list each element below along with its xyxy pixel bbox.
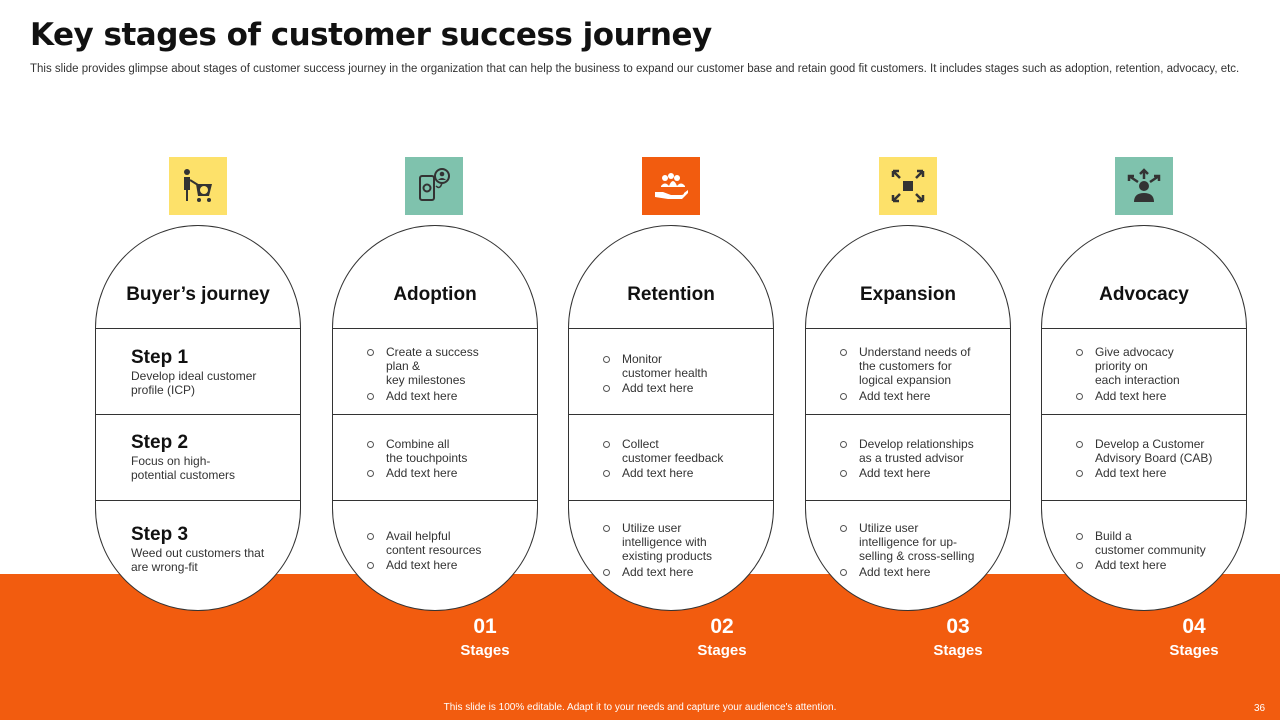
bullet-item: Add text here bbox=[603, 466, 755, 480]
icon-box-journey bbox=[169, 157, 227, 215]
bullet-item: Utilize user intelligence for up- sellin… bbox=[840, 521, 992, 564]
pill-adoption: Adoption Create a success plan & key mil… bbox=[332, 225, 538, 611]
stage-row: Understand needs of the customers for lo… bbox=[806, 328, 1010, 414]
phone-settings-user-icon bbox=[419, 168, 450, 201]
bullet-item: Add text here bbox=[840, 389, 992, 403]
stage-row: Utilize user intelligence with existing … bbox=[569, 500, 773, 610]
stage-row: Utilize user intelligence for up- sellin… bbox=[806, 500, 1010, 610]
bullet-item: Build a customer community bbox=[1076, 529, 1228, 557]
icon-box-advocacy bbox=[1115, 157, 1173, 215]
bullet-list: Build a customer community Add text here bbox=[1076, 529, 1228, 574]
bullet-item: Add text here bbox=[367, 466, 519, 480]
stage-row: Collect customer feedback Add text here bbox=[569, 414, 773, 500]
step-desc: Focus on high- potential customers bbox=[131, 454, 236, 482]
pill-buyers-journey: Buyer’s journey Step 1 Develop ideal cus… bbox=[95, 225, 301, 611]
stage-row: Build a customer community Add text here bbox=[1042, 500, 1246, 610]
pill-title: Expansion bbox=[859, 284, 957, 305]
bullet-item: Add text here bbox=[840, 565, 992, 579]
journey-row: Step 3 Weed out customers that are wrong… bbox=[96, 500, 300, 610]
bullet-list: Understand needs of the customers for lo… bbox=[840, 345, 992, 404]
bullet-list: Utilize user intelligence for up- sellin… bbox=[840, 521, 992, 580]
stage-row: Combine all the touchpoints Add text her… bbox=[333, 414, 537, 500]
stage-label: Stages bbox=[697, 642, 747, 659]
bullet-item: Avail helpful content resources bbox=[367, 529, 519, 557]
bullet-list: Create a success plan & key milestones A… bbox=[367, 345, 519, 404]
slide-title: Key stages of customer success journey bbox=[30, 17, 712, 53]
hand-team-icon bbox=[655, 173, 688, 199]
stage-number-03: 03 Stages bbox=[913, 614, 1003, 661]
slide-subtitle: This slide provides glimpse about stages… bbox=[30, 63, 1240, 75]
bullet-item: Develop a Customer Advisory Board (CAB) bbox=[1076, 437, 1228, 465]
stage-row: Create a success plan & key milestones A… bbox=[333, 328, 537, 414]
bullet-item: Develop relationships as a trusted advis… bbox=[840, 437, 992, 465]
stage-row: Develop a Customer Advisory Board (CAB) … bbox=[1042, 414, 1246, 500]
step-block: Step 3 Weed out customers that are wrong… bbox=[131, 524, 280, 574]
step-title: Step 2 bbox=[131, 432, 189, 453]
pill-title: Advocacy bbox=[1099, 284, 1189, 305]
expand-arrows-icon bbox=[891, 169, 925, 203]
stage-number: 01 bbox=[473, 615, 497, 638]
page-number: 36 bbox=[1254, 703, 1266, 714]
person-arrows-icon bbox=[1127, 168, 1161, 202]
bullet-item: Add text here bbox=[840, 466, 992, 480]
stage-number: 02 bbox=[710, 615, 734, 638]
bullet-list: Give advocacy priority on each interacti… bbox=[1076, 345, 1228, 404]
step-block: Step 1 Develop ideal customer profile (I… bbox=[131, 347, 280, 397]
bullet-item: Add text here bbox=[1076, 466, 1228, 480]
bullet-item: Utilize user intelligence with existing … bbox=[603, 521, 755, 564]
pill-retention: Retention Monitor customer health Add te… bbox=[568, 225, 774, 611]
slide-footer: This slide is 100% editable. Adapt it to… bbox=[443, 702, 837, 713]
pill-title: Retention bbox=[627, 284, 715, 305]
pill-title: Buyer’s journey bbox=[126, 284, 270, 305]
bullet-list: Utilize user intelligence with existing … bbox=[603, 521, 755, 580]
step-block: Step 2 Focus on high- potential customer… bbox=[131, 432, 280, 482]
bullet-list: Develop a Customer Advisory Board (CAB) … bbox=[1076, 437, 1228, 482]
stage-label: Stages bbox=[933, 642, 983, 659]
bullet-list: Combine all the touchpoints Add text her… bbox=[367, 437, 519, 482]
person-cart-icon bbox=[184, 169, 212, 202]
bullet-item: Add text here bbox=[1076, 389, 1228, 403]
bullet-item: Combine all the touchpoints bbox=[367, 437, 519, 465]
bullet-item: Create a success plan & key milestones bbox=[367, 345, 519, 388]
bullet-list: Develop relationships as a trusted advis… bbox=[840, 437, 992, 482]
step-desc: Develop ideal customer profile (ICP) bbox=[131, 369, 257, 397]
stage-row: Give advocacy priority on each interacti… bbox=[1042, 328, 1246, 414]
bullet-list: Monitor customer health Add text here bbox=[603, 352, 755, 397]
journey-row: Step 1 Develop ideal customer profile (I… bbox=[96, 328, 300, 414]
stage-number-02: 02 Stages bbox=[677, 614, 767, 661]
bullet-list: Avail helpful content resources Add text… bbox=[367, 529, 519, 574]
bullet-item: Add text here bbox=[367, 389, 519, 403]
step-desc: Weed out customers that are wrong-fit bbox=[131, 546, 265, 574]
step-title: Step 1 bbox=[131, 347, 189, 368]
pill-expansion: Expansion Understand needs of the custom… bbox=[805, 225, 1011, 611]
bullet-item: Understand needs of the customers for lo… bbox=[840, 345, 992, 388]
bullet-item: Add text here bbox=[367, 558, 519, 572]
stage-row: Develop relationships as a trusted advis… bbox=[806, 414, 1010, 500]
bullet-item: Add text here bbox=[603, 565, 755, 579]
stage-number-04: 04 Stages bbox=[1149, 614, 1239, 661]
stage-row: Avail helpful content resources Add text… bbox=[333, 500, 537, 610]
journey-row: Step 2 Focus on high- potential customer… bbox=[96, 414, 300, 500]
stage-label: Stages bbox=[460, 642, 510, 659]
pill-title: Adoption bbox=[393, 284, 477, 305]
bullet-list: Collect customer feedback Add text here bbox=[603, 437, 755, 482]
bullet-item: Give advocacy priority on each interacti… bbox=[1076, 345, 1228, 388]
icon-box-retention bbox=[642, 157, 700, 215]
bullet-item: Monitor customer health bbox=[603, 352, 755, 380]
pill-advocacy: Advocacy Give advocacy priority on each … bbox=[1041, 225, 1247, 611]
stage-label: Stages bbox=[1169, 642, 1219, 659]
stage-number: 03 bbox=[946, 615, 970, 638]
step-title: Step 3 bbox=[131, 524, 189, 545]
bullet-item: Collect customer feedback bbox=[603, 437, 755, 465]
stage-row: Monitor customer health Add text here bbox=[569, 328, 773, 414]
stage-number-01: 01 Stages bbox=[440, 614, 530, 661]
icon-box-expansion bbox=[879, 157, 937, 215]
icon-box-adoption bbox=[405, 157, 463, 215]
bullet-item: Add text here bbox=[603, 381, 755, 395]
stage-number: 04 bbox=[1182, 615, 1206, 638]
bullet-item: Add text here bbox=[1076, 558, 1228, 572]
